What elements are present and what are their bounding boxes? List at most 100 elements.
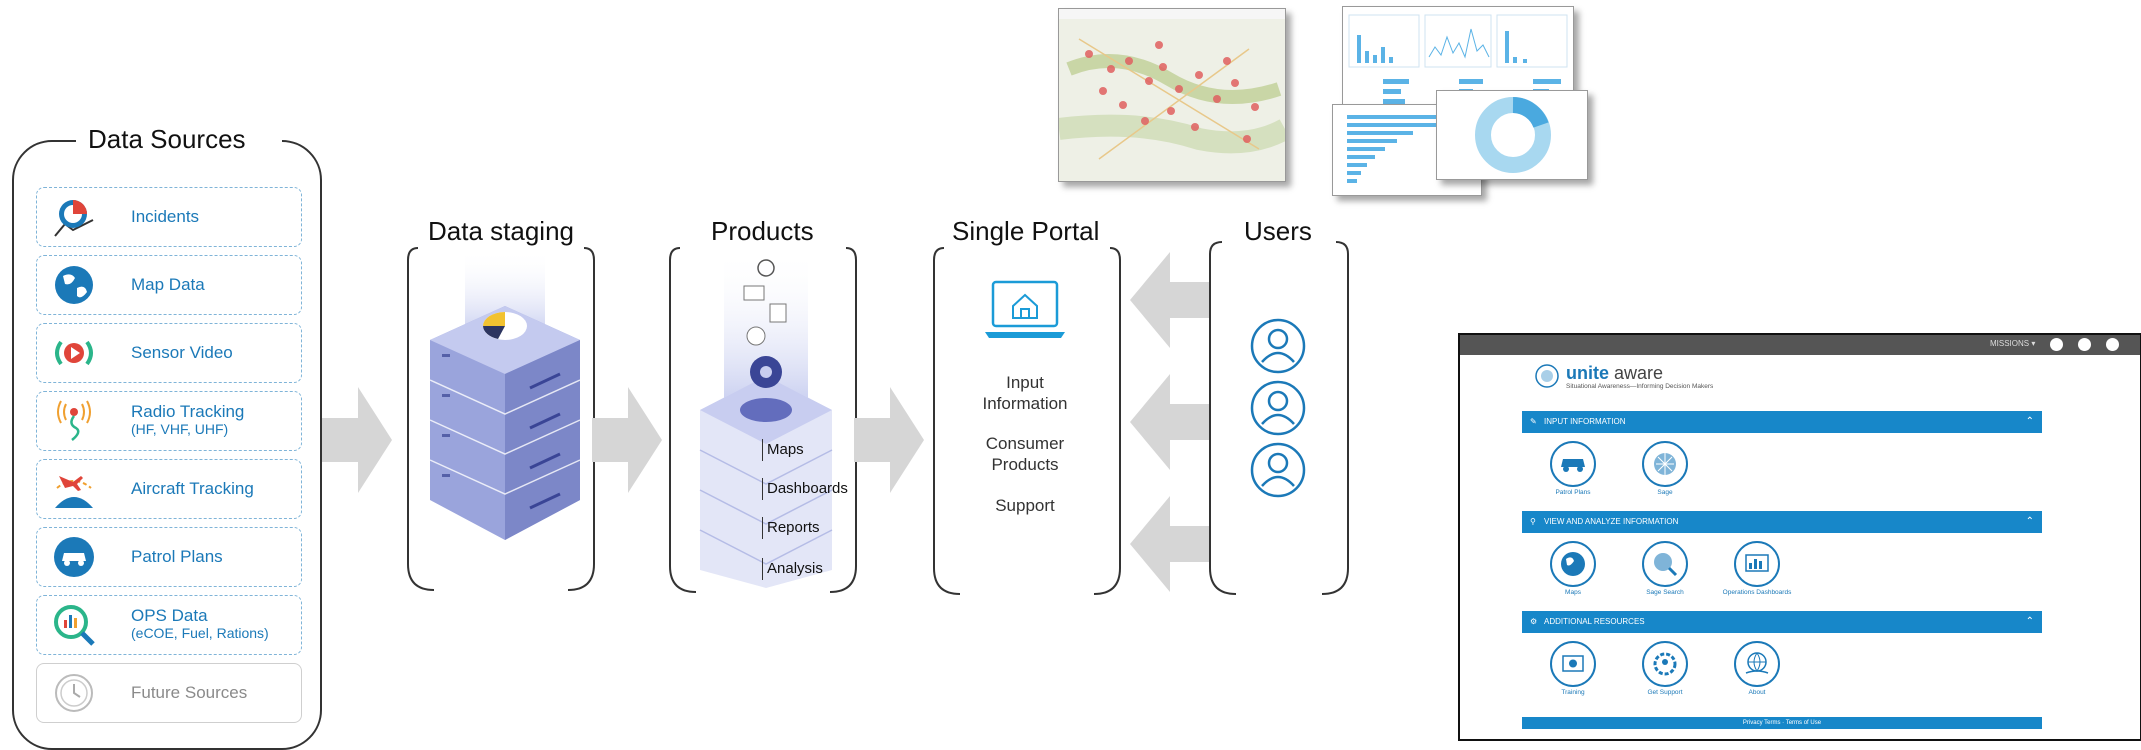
source-label: Patrol Plans — [131, 547, 223, 566]
map-preview-image — [1057, 9, 1291, 181]
map-thumbnail — [1057, 8, 1291, 182]
portal-item-input: Input Information — [930, 372, 1120, 414]
portal-item-support: Support — [995, 496, 1055, 515]
products-bracket — [669, 247, 857, 593]
app-training[interactable] — [1550, 641, 1596, 687]
section-label: ADDITIONAL RESOURCES — [1544, 617, 1645, 626]
app-label: About — [1748, 689, 1766, 696]
flow-arrow — [854, 387, 924, 493]
flow-arrow — [322, 387, 392, 493]
app-label: Maps — [1565, 589, 1581, 596]
vehicle-icon — [54, 537, 94, 577]
source-label: Radio Tracking — [131, 402, 245, 421]
bar-chart-preview-image — [1347, 115, 1467, 183]
app-label: Sage — [1657, 489, 1673, 496]
search-globe-icon — [1654, 553, 1678, 577]
user-icon — [1250, 318, 1306, 374]
chevron-up-icon[interactable]: ⌃ — [2025, 616, 2034, 627]
data-sources-title: Data Sources — [88, 124, 246, 154]
title-mask — [76, 128, 282, 158]
product-analysis: Analysis — [762, 558, 823, 580]
app-sage-search[interactable] — [1642, 541, 1688, 587]
gear-person-icon — [1653, 652, 1677, 676]
brand-unite: unite — [1566, 363, 1609, 383]
chevron-up-icon[interactable]: ⌃ — [2025, 416, 2034, 427]
portal-item-line: Products — [991, 455, 1059, 474]
laptop-home-icon — [985, 280, 1065, 338]
missions-menu[interactable]: MISSIONS ▾ — [1990, 339, 2036, 348]
source-label: Incidents — [131, 207, 200, 226]
app-label: Get Support — [1647, 689, 1683, 696]
source-ops-data: OPS Data (eCOE, Fuel, Rations) — [36, 595, 302, 655]
aircraft-icon — [55, 476, 93, 508]
source-label: Future Sources — [131, 683, 248, 702]
source-map-data: Map Data — [36, 255, 302, 315]
flow-arrow — [592, 387, 662, 493]
un-emblem-icon — [1535, 364, 1559, 388]
brand-aware: aware — [1614, 363, 1664, 383]
source-sublabel: (HF, VHF, UHF) — [131, 421, 229, 437]
help-icon[interactable] — [2078, 338, 2091, 351]
grid-globe-icon — [1654, 453, 1676, 475]
app-label: Sage Search — [1646, 589, 1684, 596]
products-title: Products — [711, 216, 814, 246]
globe-hand-icon — [1745, 652, 1769, 674]
source-incidents: Incidents — [36, 187, 302, 247]
incident-map-icon — [54, 200, 94, 237]
ua-topbar: MISSIONS ▾ — [1460, 335, 2140, 355]
radio-signal-icon — [57, 400, 91, 441]
unite-aware-screenshot: MISSIONS ▾ unite aware Situational Aware… — [1458, 333, 2141, 741]
vehicle-icon — [1561, 459, 1585, 472]
portal-item-line: Information — [982, 394, 1068, 413]
user-icon — [1250, 442, 1306, 498]
donut-chart-preview-image — [1475, 97, 1551, 173]
source-radio-tracking: Radio Tracking (HF, VHF, UHF) — [36, 391, 302, 451]
section-view-analyze[interactable]: ⚲ VIEW AND ANALYZE INFORMATION ⌃ — [1522, 511, 2042, 533]
reverse-arrow — [1130, 252, 1210, 348]
app-get-support[interactable] — [1642, 641, 1688, 687]
section-input-information[interactable]: ✎ INPUT INFORMATION ⌃ — [1522, 411, 2042, 433]
app-sage[interactable] — [1642, 441, 1688, 487]
source-sensor-video: Sensor Video — [36, 323, 302, 383]
search-icon: ⚲ — [1530, 517, 1536, 526]
app-label: Operations Dashboards — [1722, 589, 1792, 596]
users-bracket — [1209, 241, 1349, 595]
magnifier-chart-icon — [54, 605, 95, 646]
server-stack-icon — [429, 250, 581, 540]
app-operations-dashboards[interactable] — [1734, 541, 1780, 587]
app-about[interactable] — [1734, 641, 1780, 687]
single-portal-title: Single Portal — [952, 216, 1100, 246]
product-dashboards: Dashboards — [762, 478, 848, 500]
app-maps[interactable] — [1550, 541, 1596, 587]
section-label: INPUT INFORMATION — [1544, 417, 1626, 426]
globe-icon — [1561, 552, 1585, 576]
source-label: OPS Data — [131, 606, 208, 625]
play-video-icon — [1562, 655, 1584, 672]
source-label: Map Data — [131, 275, 205, 294]
chevron-up-icon[interactable]: ⌃ — [2025, 516, 2034, 527]
app-patrol-plans[interactable] — [1550, 441, 1596, 487]
reverse-arrow — [1130, 374, 1210, 470]
settings-icon[interactable] — [2050, 338, 2063, 351]
section-label: VIEW AND ANALYZE INFORMATION — [1544, 517, 1679, 526]
globe-icon — [55, 266, 93, 304]
users-title: Users — [1244, 216, 1312, 246]
portal-item-consumer: Consumer Products — [930, 433, 1120, 475]
data-staging-bracket — [407, 247, 595, 591]
portal-item-line: Input — [1006, 373, 1044, 392]
app-label: Patrol Plans — [1555, 489, 1591, 496]
source-label: Sensor Video — [131, 343, 233, 362]
section-additional-resources[interactable]: ⚙ ADDITIONAL RESOURCES ⌃ — [1522, 611, 2042, 633]
source-future: Future Sources — [36, 663, 302, 723]
video-play-icon — [55, 340, 93, 366]
edit-icon: ✎ — [1530, 417, 1537, 426]
reverse-arrow — [1130, 496, 1210, 592]
clock-icon — [55, 674, 93, 712]
source-sublabel: (eCOE, Fuel, Rations) — [131, 625, 269, 641]
app-label: Training — [1561, 689, 1585, 696]
product-reports: Reports — [762, 517, 820, 539]
product-maps: Maps — [762, 439, 804, 461]
ua-footer: Privacy Terms · Terms of Use — [1522, 717, 2042, 729]
user-menu-icon[interactable] — [2106, 338, 2119, 351]
source-patrol-plans: Patrol Plans — [36, 527, 302, 587]
